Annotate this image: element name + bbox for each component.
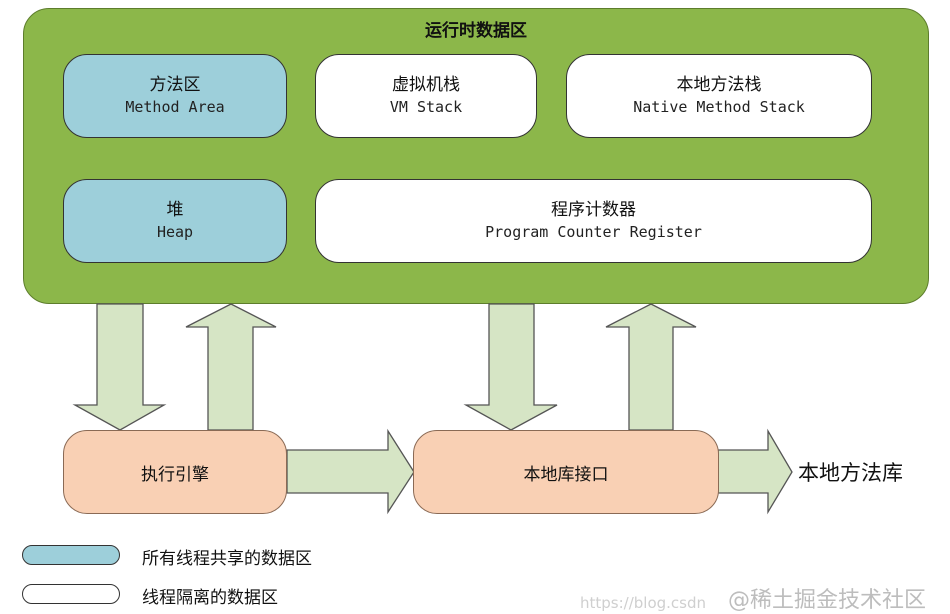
vm-stack-en: VM Stack — [389, 98, 463, 116]
arrow-runtime-to-native-interface — [463, 303, 558, 431]
method-area-box: 方法区 Method Area — [63, 54, 287, 138]
method-area-zh: 方法区 — [149, 75, 201, 95]
vm-stack-box: 虚拟机栈 VM Stack — [315, 54, 537, 138]
program-counter-en: Program Counter Register — [485, 223, 702, 241]
heap-en: Heap — [156, 223, 194, 241]
native-method-stack-en: Native Method Stack — [633, 98, 805, 116]
program-counter-box: 程序计数器 Program Counter Register — [315, 179, 872, 263]
execution-engine-box: 执行引擎 — [63, 430, 287, 514]
legend-isolated-swatch — [22, 584, 120, 604]
heap-zh: 堆 — [166, 200, 184, 220]
arrow-native-interface-to-runtime — [605, 303, 697, 431]
vm-stack-zh: 虚拟机栈 — [392, 75, 460, 95]
arrow-engine-to-runtime — [185, 303, 277, 431]
arrow-runtime-to-engine — [72, 303, 167, 431]
native-library-label: 本地方法库 — [798, 461, 903, 485]
legend-isolated-label: 线程隔离的数据区 — [142, 588, 278, 608]
watermark-text: @稀土掘金技术社区 — [728, 588, 927, 613]
runtime-data-area-title: 运行时数据区 — [425, 21, 527, 41]
legend-shared-label: 所有线程共享的数据区 — [142, 549, 312, 569]
execution-engine-label: 执行引擎 — [141, 464, 209, 485]
arrow-engine-to-native-interface — [286, 428, 415, 515]
watermark-url: https://blog.csdn — [580, 594, 707, 612]
arrow-native-interface-to-library — [717, 428, 793, 515]
native-interface-box: 本地库接口 — [413, 430, 719, 514]
program-counter-zh: 程序计数器 — [551, 200, 636, 220]
heap-box: 堆 Heap — [63, 179, 287, 263]
native-method-stack-zh: 本地方法栈 — [676, 75, 762, 95]
method-area-en: Method Area — [125, 98, 225, 116]
native-method-stack-box: 本地方法栈 Native Method Stack — [566, 54, 872, 138]
legend-shared-swatch — [22, 545, 120, 565]
native-interface-label: 本地库接口 — [523, 464, 609, 485]
